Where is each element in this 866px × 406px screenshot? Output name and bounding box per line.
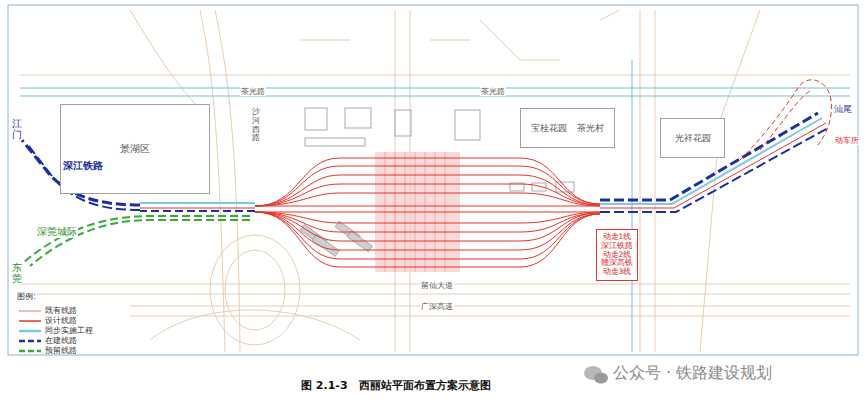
railway-name: 深江铁路 — [62, 160, 104, 172]
road-name: 广深高速 — [420, 302, 454, 311]
region-name: 动走3线 — [603, 268, 632, 277]
road-network — [20, 10, 850, 352]
legend-text: 同步实施工程 — [45, 325, 93, 336]
line-terminus: 江门 — [11, 118, 23, 140]
legend-title: 图例: — [16, 292, 37, 301]
map-frame — [8, 5, 858, 355]
region-name: 动走2线 — [603, 251, 632, 260]
region-name: 光祥花园 — [675, 133, 711, 143]
region-name: 深江铁路 — [601, 242, 633, 251]
legend-row: 同步实施工程 — [18, 325, 93, 336]
chaguang-road — [20, 60, 850, 352]
legend-line-sample — [18, 307, 42, 315]
legend-text: 在建线路 — [45, 335, 77, 346]
line-terminus: 汕尾 — [833, 104, 853, 114]
line-terminus: 东莞 — [11, 262, 23, 284]
station-tracks — [255, 158, 600, 267]
region-name: 动走1线 — [603, 233, 632, 242]
legend-line-sample — [18, 347, 42, 355]
region-name: 赣深高铁 — [601, 259, 633, 268]
legend-line-sample — [18, 337, 42, 345]
figure-caption: 图 2.1-3 西丽站平面布置方案示意图 — [300, 380, 492, 393]
legend-text: 预留线路 — [45, 345, 77, 356]
road-name: 茶光路 — [240, 87, 266, 96]
watermark-icon — [584, 366, 608, 384]
road-name: 茶光路 — [480, 87, 506, 96]
legend-line-sample — [18, 327, 42, 335]
railway-name: 深莞城际 — [36, 226, 78, 238]
road-name: 留仙大道 — [420, 281, 454, 290]
road-name: 沙河西路 — [251, 108, 261, 143]
legend-text: 设计线路 — [45, 315, 77, 326]
legend-line-sample — [18, 317, 42, 325]
residential-region: 光祥花园 — [660, 118, 725, 158]
district-region: 景湖区 — [60, 104, 210, 194]
legend-text: 既有线路 — [45, 305, 77, 316]
residential-region: 宝桂花园茶光村 — [520, 108, 615, 148]
legend-row: 既有线路 — [18, 305, 77, 316]
track-label-box: 动走1线深江铁路动走2线赣深高铁动走3线 — [596, 229, 638, 281]
right-approach-lines — [600, 80, 832, 212]
region-name: 茶光村 — [577, 123, 604, 133]
legend-row: 预留线路 — [18, 345, 77, 356]
depot-name: 动车所 — [834, 136, 860, 145]
legend-row: 在建线路 — [18, 335, 77, 346]
watermark: 公众号 · 铁路建设规划 — [612, 364, 773, 382]
region-name: 宝桂花园 — [531, 123, 567, 133]
legend-row: 设计线路 — [18, 315, 77, 326]
region-name: 景湖区 — [120, 143, 150, 155]
